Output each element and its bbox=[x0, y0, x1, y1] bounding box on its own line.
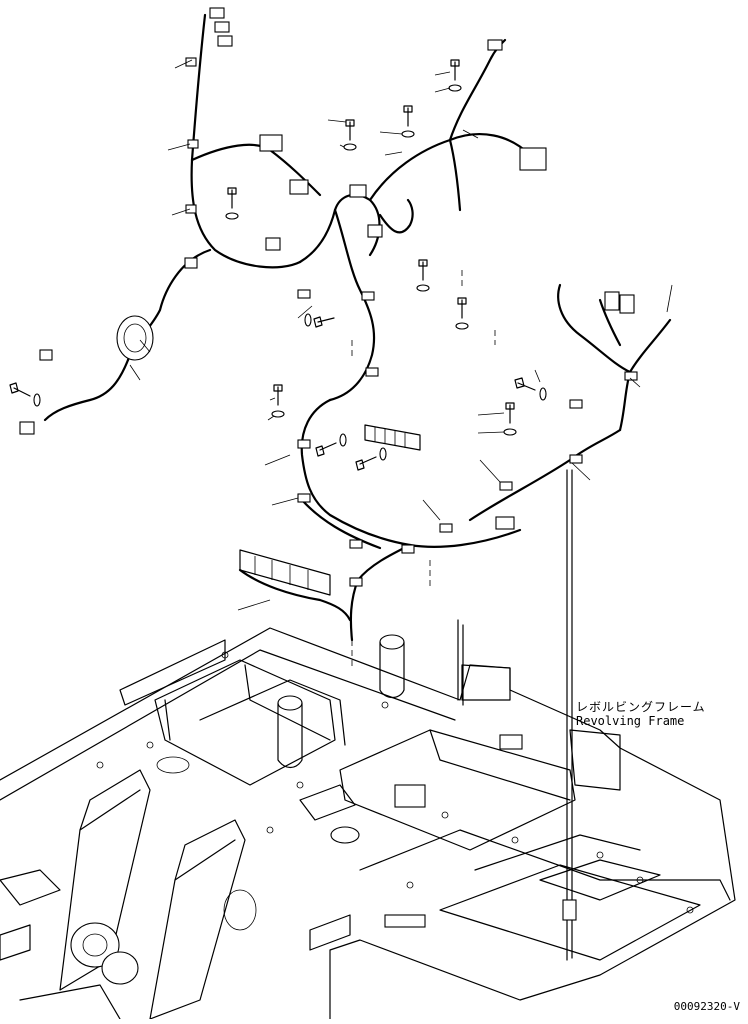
part-name-english: Revolving Frame bbox=[576, 714, 685, 728]
part-name-japanese: レボルビングフレーム bbox=[576, 700, 706, 714]
revolving-frame bbox=[0, 469, 736, 1020]
bolts-and-washers bbox=[9, 59, 547, 471]
leader-lines bbox=[129, 59, 673, 668]
drawing-number: 00092320-V bbox=[673, 1000, 740, 1013]
upper-wiring-harness bbox=[19, 7, 672, 642]
